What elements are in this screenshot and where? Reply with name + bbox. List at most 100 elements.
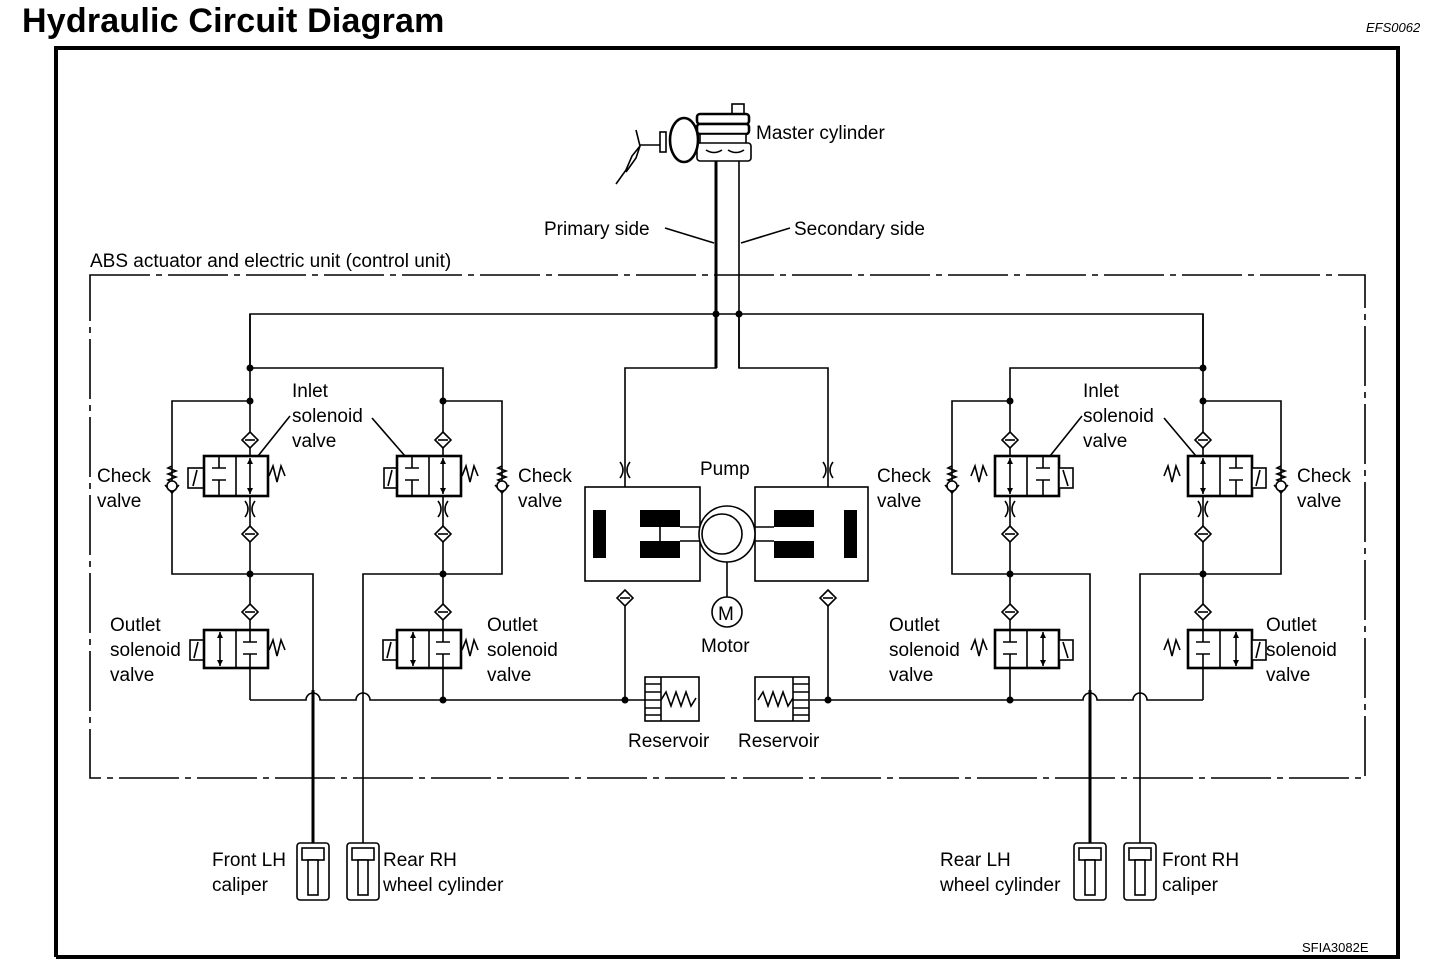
- inlet-solenoid-valve-icon: [187, 454, 286, 498]
- inlet-solenoid-valve-label: Inlet solenoid valve: [292, 381, 363, 452]
- outlet-solenoid-valve-icon: [1163, 628, 1267, 670]
- orifice-icon: [619, 461, 631, 479]
- svg-text:Outlet: Outlet: [889, 615, 940, 636]
- svg-text:Outlet: Outlet: [487, 615, 538, 636]
- primary-side-label: Primary side: [544, 219, 650, 240]
- wheel-cylinder-icon: [1073, 842, 1107, 901]
- wheel-cylinder-icon: [1123, 842, 1157, 901]
- svg-text:solenoid: solenoid: [889, 640, 960, 661]
- svg-text:Inlet: Inlet: [1083, 381, 1120, 402]
- svg-text:valve: valve: [518, 491, 562, 512]
- reservoir-icon: [644, 676, 700, 722]
- check-valve-icon: [164, 465, 180, 495]
- motor-symbol: M: [718, 604, 734, 625]
- filter-icon: [240, 602, 260, 622]
- filter-icon: [433, 602, 453, 622]
- svg-text:valve: valve: [889, 665, 933, 686]
- inlet-solenoid-valve-label: Inlet solenoid valve: [1083, 381, 1154, 452]
- svg-text:Check: Check: [1297, 466, 1351, 487]
- filter-icon: [433, 524, 453, 544]
- svg-text:Rear LH: Rear LH: [940, 850, 1011, 871]
- inlet-solenoid-valve-icon: [383, 454, 479, 498]
- svg-text:Check: Check: [97, 466, 151, 487]
- check-valve-icon: [494, 465, 510, 495]
- svg-text:solenoid: solenoid: [1266, 640, 1337, 661]
- filter-icon: [1000, 430, 1020, 450]
- svg-text:valve: valve: [1083, 431, 1127, 452]
- check-valve-icon: [1273, 465, 1289, 495]
- svg-text:Outlet: Outlet: [1266, 615, 1317, 636]
- filter-icon: [433, 430, 453, 450]
- svg-text:caliper: caliper: [212, 875, 269, 896]
- svg-text:Front LH: Front LH: [212, 850, 286, 871]
- svg-text:Check: Check: [877, 466, 931, 487]
- svg-text:valve: valve: [110, 665, 154, 686]
- check-valve-icon: [944, 465, 960, 495]
- svg-text:Outlet: Outlet: [110, 615, 161, 636]
- svg-text:valve: valve: [487, 665, 531, 686]
- filter-icon: [1193, 430, 1213, 450]
- page-title: Hydraulic Circuit Diagram: [22, 2, 445, 40]
- filter-icons: [240, 430, 1213, 622]
- filter-icon: [818, 588, 838, 608]
- filter-icon: [1193, 524, 1213, 544]
- filter-icon: [240, 524, 260, 544]
- outlet-solenoid-valve-icon: [189, 628, 286, 670]
- motor-icon: [711, 596, 743, 628]
- svg-text:solenoid: solenoid: [110, 640, 181, 661]
- filter-icon: [1193, 602, 1213, 622]
- wheel-label: Rear RH wheel cylinder: [382, 850, 504, 896]
- svg-text:valve: valve: [292, 431, 336, 452]
- outlet-solenoid-valve-icon: [970, 628, 1074, 670]
- svg-text:solenoid: solenoid: [1083, 406, 1154, 427]
- motor-label: Motor: [701, 636, 750, 657]
- orifice-icon: [822, 461, 834, 479]
- secondary-side-label: Secondary side: [794, 219, 925, 240]
- outlet-solenoid-valve-icon: [382, 628, 479, 670]
- svg-text:solenoid: solenoid: [292, 406, 363, 427]
- wheel-cylinder-icon: [346, 842, 380, 901]
- master-cylinder-icon: [615, 103, 752, 185]
- inlet-solenoid-valve-icon: [1163, 454, 1267, 498]
- orifice-icon: [244, 500, 256, 518]
- svg-text:Check: Check: [518, 466, 572, 487]
- check-valve-label: Check valve: [877, 466, 931, 512]
- svg-text:wheel cylinder: wheel cylinder: [382, 875, 504, 896]
- wheel-cylinder-icon: [296, 842, 330, 901]
- abs-unit-boundary: [89, 274, 1366, 779]
- svg-text:wheel cylinder: wheel cylinder: [939, 875, 1061, 896]
- orifice-icon: [1004, 500, 1016, 518]
- pump-label: Pump: [700, 459, 750, 480]
- wheel-label: Front LH caliper: [212, 850, 286, 896]
- filter-icon: [240, 430, 260, 450]
- reservoir-left-label: Reservoir: [628, 731, 710, 752]
- outer-frame: [54, 46, 1400, 959]
- abs-unit-label: ABS actuator and electric unit (control …: [90, 251, 451, 272]
- orifice-icons: [244, 461, 1209, 518]
- figure-code: SFIA3082E: [1302, 940, 1369, 955]
- orifice-icon: [1197, 500, 1209, 518]
- check-valve-label: Check valve: [1297, 466, 1351, 512]
- wheel-label: Rear LH wheel cylinder: [939, 850, 1061, 896]
- outlet-solenoid-valve-label: Outlet solenoid valve: [889, 615, 960, 686]
- pump-icon: [584, 486, 869, 598]
- outlet-solenoid-valve-label: Outlet solenoid valve: [110, 615, 181, 686]
- filter-icon: [1000, 602, 1020, 622]
- reference-code: EFS0062: [1366, 20, 1421, 35]
- master-cylinder-label: Master cylinder: [756, 123, 885, 144]
- orifice-icon: [437, 500, 449, 518]
- svg-text:Inlet: Inlet: [292, 381, 329, 402]
- filter-icon: [1000, 524, 1020, 544]
- reservoir-icon: [754, 676, 810, 722]
- reservoir-right-label: Reservoir: [738, 731, 820, 752]
- svg-text:valve: valve: [877, 491, 921, 512]
- svg-text:valve: valve: [1297, 491, 1341, 512]
- inlet-solenoid-valve-icon: [970, 454, 1074, 498]
- svg-text:Rear RH: Rear RH: [383, 850, 457, 871]
- check-valve-label: Check valve: [518, 466, 572, 512]
